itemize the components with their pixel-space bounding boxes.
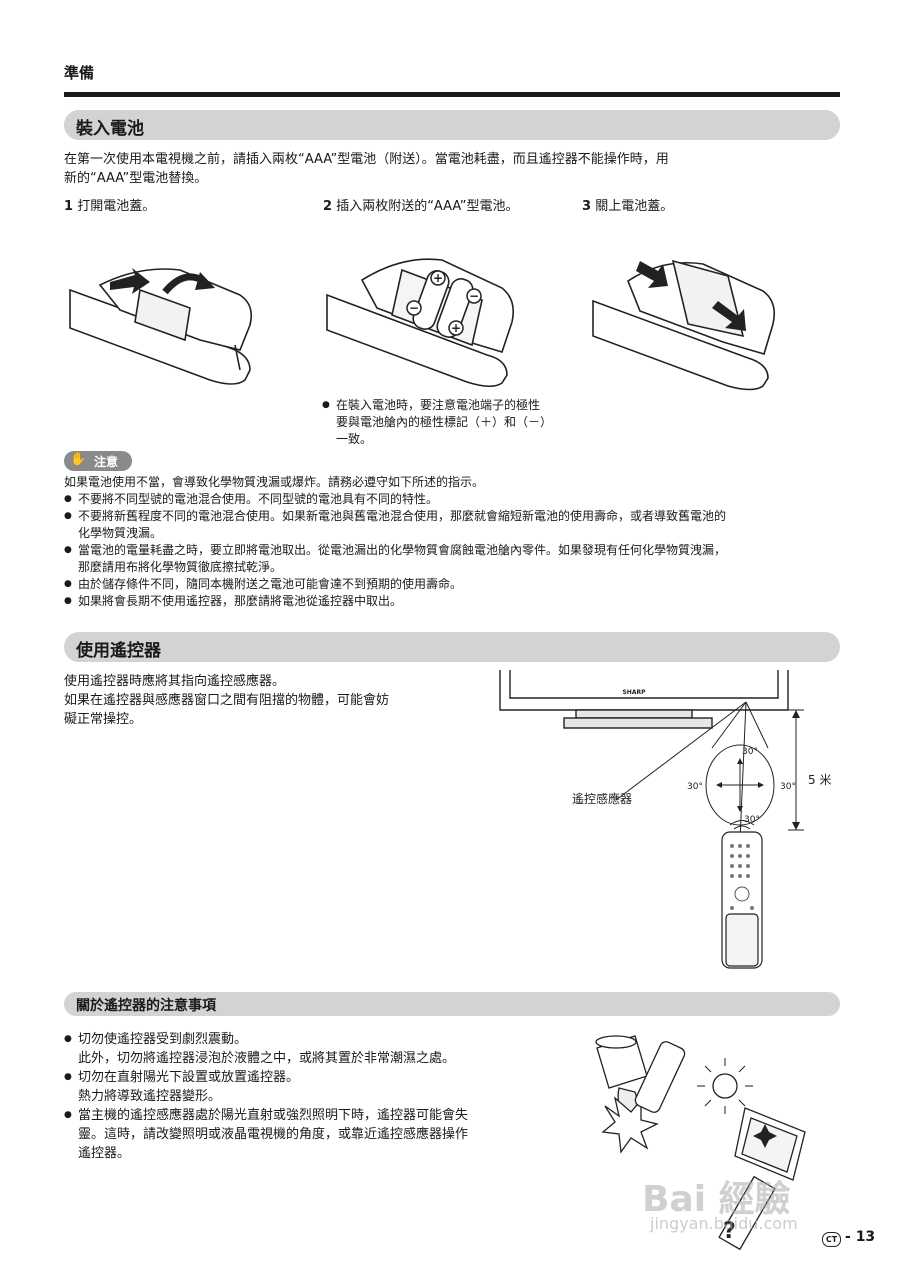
minus-mark: −	[409, 301, 419, 315]
remote-range-diagram: SHARP 30° 30° 30° 30° 5 米 遙控感應器	[499, 670, 831, 969]
precautions-list: 切勿使遙控器受到劇烈震動。此外，切勿將遙控器浸泡於液體之中，或將其置於非常潮濕之…	[64, 1030, 574, 1163]
angle-label-right: 30°	[780, 782, 796, 792]
minus-mark: −	[469, 289, 479, 303]
remote-section-title: 使用遙控器	[64, 632, 840, 662]
step-2: 2 插入兩枚附送的“AAA”型電池。	[323, 199, 519, 214]
precautions-illustration: ?	[595, 1035, 806, 1251]
sensor-label: 遙控感應器	[572, 791, 632, 806]
angle-label-top: 30°	[742, 747, 758, 757]
battery-section-title: 裝入電池	[64, 110, 840, 140]
insert-batteries-illustration: + − − +	[326, 258, 515, 388]
list-item: 當主機的遙控感應器處於陽光直射或強烈照明下時，遙控器可能會失靈。這時，請改變照明…	[64, 1106, 574, 1163]
watermark-url: jingyan.baidu.com	[650, 1214, 798, 1233]
remote-instructions: 使用遙控器時應將其指向遙控感應器。 如果在遙控器與感應器窗口之間有阻擋的物體，可…	[64, 674, 390, 727]
caution-badge: ✋ 注意	[64, 451, 132, 471]
plus-mark: +	[451, 321, 461, 335]
close-cover-illustration	[592, 259, 776, 391]
precautions-section-title: 關於遙控器的注意事項	[64, 992, 840, 1016]
step-1: 1 打開電池蓋。	[64, 199, 156, 214]
list-item: 由於儲存條件不同，隨同本機附送之電池可能會達不到預期的使用壽命。	[64, 576, 854, 593]
list-item: 不要將不同型號的電池混合使用。不同型號的電池具有不同的特性。	[64, 491, 854, 508]
list-item: 如果將會長期不使用遙控器，那麼請將電池從遙控器中取出。	[64, 593, 854, 610]
angle-label-left: 30°	[687, 782, 703, 792]
list-item: 切勿在直射陽光下設置或放置遙控器。熱力將導致遙控器變形。	[64, 1068, 574, 1106]
baidu-watermark: Bai 經驗	[642, 1179, 791, 1220]
caution-text: 如果電池使用不當，會導致化學物質洩漏或爆炸。請務必遵守如下所述的指示。 不要將不…	[64, 474, 854, 610]
plus-mark: +	[433, 271, 443, 285]
distance-label: 5 米	[808, 773, 831, 787]
list-item: 當電池的電量耗盡之時，要立即將電池取出。從電池漏出的化學物質會腐蝕電池艙內零件。…	[64, 542, 854, 576]
open-cover-illustration	[69, 268, 253, 385]
angle-label-bottom: 30°	[744, 815, 760, 825]
battery-intro: 在第一次使用本電視機之前，請插入兩枚“AAA”型電池（附送）。當電池耗盡，而且遙…	[64, 152, 669, 186]
section-header: 準備	[64, 64, 95, 82]
step-3: 3 關上電池蓋。	[582, 199, 674, 214]
list-item: 不要將新舊程度不同的電池混合使用。如果新電池與舊電池混合使用，那麼就會縮短新電池…	[64, 508, 854, 542]
language-badge: CT	[822, 1232, 841, 1247]
list-item: 切勿使遙控器受到劇烈震動。此外，切勿將遙控器浸泡於液體之中，或將其置於非常潮濕之…	[64, 1030, 574, 1068]
header-rule	[64, 92, 840, 97]
question-mark-icon: ?	[723, 1219, 736, 1244]
page-number: - 13	[845, 1229, 876, 1245]
tv-brand-logo: SHARP	[622, 689, 646, 696]
hand-warning-icon: ✋	[70, 452, 87, 467]
